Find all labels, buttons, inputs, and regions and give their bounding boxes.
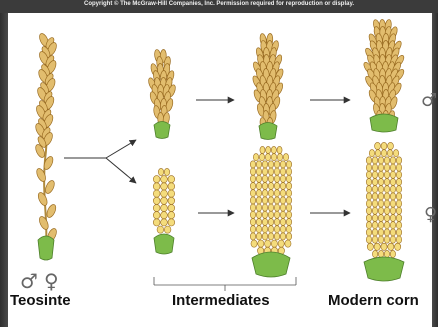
male-symbol-modern: ♂ [421, 90, 437, 111]
teosinte-label: Teosinte [10, 292, 71, 309]
intermediate-ear-large [250, 146, 291, 277]
branch-arrow [64, 140, 136, 183]
intermediate-ear-small [153, 168, 174, 254]
modern-corn-label: Modern corn [328, 292, 419, 309]
intermediates-bracket [154, 277, 296, 291]
female-symbol-teosinte: ♀ [44, 269, 59, 293]
teosinte-stalk [34, 32, 58, 260]
intermediate-spike-2 [251, 33, 284, 139]
intermediates-label: Intermediates [172, 292, 270, 309]
intermediate-spike-1 [147, 49, 177, 138]
modern-tassel-like-spike [362, 19, 405, 132]
male-symbol-teosinte: ♂ [20, 269, 38, 293]
modern-corn-ear [364, 142, 404, 281]
female-symbol-modern: ♀ [424, 204, 437, 225]
teosinte-husk [38, 236, 54, 260]
